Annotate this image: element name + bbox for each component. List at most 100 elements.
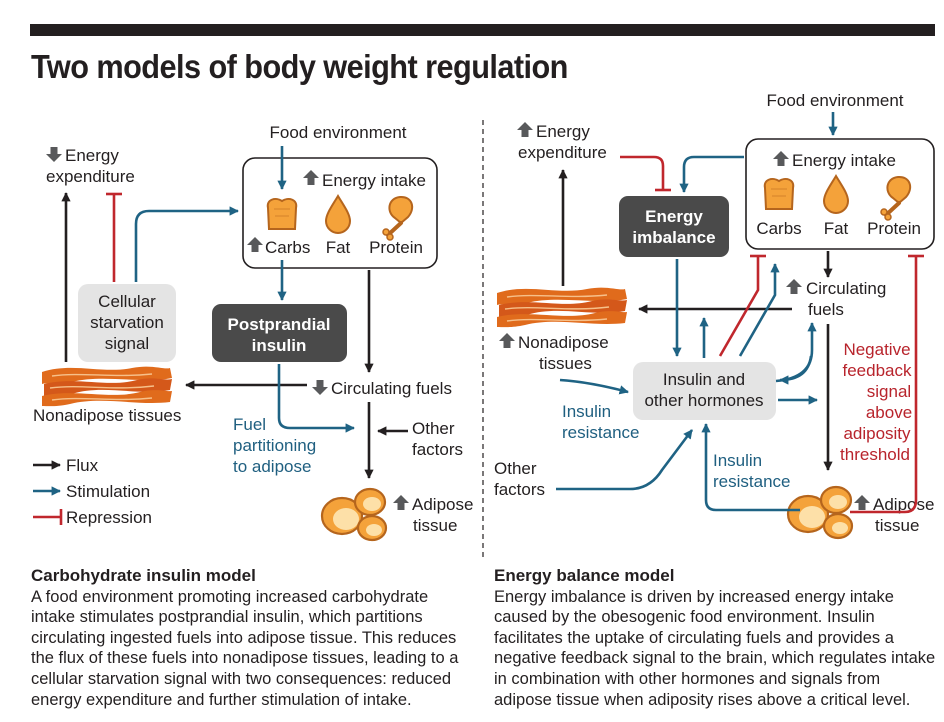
starvation-3: signal bbox=[105, 334, 149, 353]
hormones-box bbox=[633, 362, 776, 420]
left-caption-line: A food environment promoting increased c… bbox=[31, 587, 429, 606]
starvation-2: starvation bbox=[90, 313, 164, 332]
right-adipose-1: Adipose bbox=[873, 495, 934, 514]
right-other-factors-1: Other bbox=[494, 459, 537, 478]
left-caption: Carbohydrate insulin model A food enviro… bbox=[31, 566, 481, 710]
left-caption-line: intake stimulates postprandial insulin, … bbox=[31, 608, 423, 627]
left-adipose-1: Adipose bbox=[412, 495, 473, 514]
insulin-partitioning-arrow bbox=[277, 364, 355, 433]
hormones-1: Insulin and bbox=[663, 370, 745, 389]
top-rule bbox=[30, 24, 935, 36]
left-caption-heading: Carbohydrate insulin model bbox=[31, 566, 256, 585]
postprandial-1: Postprandial bbox=[228, 315, 331, 334]
left-circulating-fuels: Circulating fuels bbox=[331, 379, 452, 398]
imbalance-2: imbalance bbox=[632, 228, 715, 247]
right-energy-intake: Energy intake bbox=[792, 151, 896, 170]
hormones-repression-line bbox=[718, 256, 760, 357]
bread-icon bbox=[763, 178, 795, 210]
up-arrow-icon bbox=[499, 333, 515, 348]
left-caption-line: the flux of these fuels into nonadipose … bbox=[31, 649, 459, 668]
right-caption-line: adipose tissue when adiposity rises abov… bbox=[494, 690, 911, 709]
right-other-factors-2: factors bbox=[494, 480, 545, 499]
insulin-resistance-right-2: resistance bbox=[713, 472, 790, 491]
insulin-resistance-right-1: Insulin bbox=[713, 451, 762, 470]
negative-feedback-1: feedback bbox=[843, 361, 912, 380]
negative-feedback-2: signal bbox=[867, 382, 911, 401]
right-circulating-1: Circulating bbox=[806, 279, 886, 298]
right-fat: Fat bbox=[824, 219, 849, 238]
left-nonadipose-tissues: Nonadipose tissues bbox=[33, 406, 181, 425]
insulin-resistance-left-2: resistance bbox=[562, 423, 639, 442]
right-food-environment: Food environment bbox=[766, 91, 903, 110]
left-caption-line: cellular starvation signal with two cons… bbox=[31, 669, 452, 688]
right-adipose-2: tissue bbox=[875, 516, 919, 535]
up-arrow-icon bbox=[786, 279, 802, 294]
down-arrow-icon bbox=[312, 380, 328, 395]
nonadipose-tissue-icon bbox=[41, 365, 173, 407]
starvation-1: Cellular bbox=[98, 292, 156, 311]
right-caption-line: negative feedback signal to the brain, w… bbox=[494, 649, 936, 668]
negative-feedback-line bbox=[850, 256, 918, 514]
left-fat: Fat bbox=[326, 238, 351, 257]
nonadipose-tissue-icon bbox=[496, 286, 628, 328]
legend-stimulation: Stimulation bbox=[66, 482, 150, 501]
right-circulating-2: fuels bbox=[808, 300, 844, 319]
right-caption-line: facilitates the uptake of circulating fu… bbox=[494, 628, 894, 647]
postprandial-insulin-box bbox=[212, 304, 347, 362]
nonadipose-to-hormones-arrow bbox=[559, 378, 629, 395]
right-energy-expenditure-2: expenditure bbox=[518, 143, 607, 162]
up-arrow-icon bbox=[854, 495, 870, 510]
down-arrow-icon bbox=[46, 147, 62, 162]
energy-imbalance-box bbox=[619, 196, 729, 257]
right-carbs: Carbs bbox=[756, 219, 801, 238]
right-caption-line: Energy imbalance is driven by increased … bbox=[494, 587, 894, 606]
hormones-to-circulating-arrow bbox=[775, 322, 817, 383]
left-carbs: Carbs bbox=[265, 238, 310, 257]
left-energy-expenditure-2: expenditure bbox=[46, 167, 135, 186]
negative-feedback-0: Negative bbox=[843, 340, 910, 359]
hormones-2: other hormones bbox=[644, 391, 763, 410]
right-protein: Protein bbox=[867, 219, 921, 238]
right-panel: Food environment Energy intake Carbs Fat… bbox=[494, 91, 935, 540]
negative-feedback-3: above bbox=[866, 403, 912, 422]
left-energy-expenditure-1: Energy bbox=[65, 146, 119, 165]
up-arrow-icon bbox=[393, 495, 409, 510]
adipose-to-hormones-arrow bbox=[701, 423, 800, 512]
imbalance-1: Energy bbox=[645, 207, 703, 226]
expenditure-repression-line bbox=[620, 155, 665, 190]
right-caption-heading: Energy balance model bbox=[494, 566, 675, 585]
starvation-to-intake-arrow bbox=[134, 206, 239, 282]
bread-icon bbox=[266, 198, 298, 230]
other-factors-to-hormones-arrow bbox=[556, 429, 694, 491]
intake-to-imbalance-arrow bbox=[679, 155, 744, 193]
adipose-cells-icon bbox=[320, 487, 388, 542]
left-food-environment: Food environment bbox=[269, 123, 406, 142]
up-arrow-icon bbox=[517, 122, 533, 137]
right-nonadipose-1: Nonadipose bbox=[518, 333, 609, 352]
right-caption-line: caused by the obesogenic food environmen… bbox=[494, 608, 875, 627]
fuel-partitioning-2: partitioning bbox=[233, 436, 316, 455]
adipose-cells-icon bbox=[786, 485, 854, 540]
insulin-resistance-left-1: Insulin bbox=[562, 402, 611, 421]
legend-repression: Repression bbox=[66, 508, 152, 527]
left-other-factors-1: Other bbox=[412, 419, 455, 438]
left-caption-line: energy expenditure and further stimulati… bbox=[31, 690, 412, 709]
left-panel: Food environment Energy intake Carbs Fat… bbox=[33, 123, 473, 542]
negative-feedback-4: adiposity bbox=[843, 424, 911, 443]
negative-feedback-5: threshold bbox=[840, 445, 910, 464]
left-other-factors-2: factors bbox=[412, 440, 463, 459]
hormones-to-intake-arrow bbox=[738, 263, 780, 357]
right-caption-line: in combination with other hormones and s… bbox=[494, 669, 881, 688]
postprandial-2: insulin bbox=[252, 336, 307, 355]
left-caption-line: circulating ingested fuels into adipose … bbox=[31, 628, 457, 647]
fuel-partitioning-1: Fuel bbox=[233, 415, 266, 434]
circulating-to-hormones-arrow bbox=[779, 355, 813, 385]
left-energy-intake: Energy intake bbox=[322, 171, 426, 190]
legend-flux: Flux bbox=[66, 456, 99, 475]
right-nonadipose-2: tissues bbox=[539, 354, 592, 373]
right-energy-expenditure-1: Energy bbox=[536, 122, 590, 141]
left-protein: Protein bbox=[369, 238, 423, 257]
starvation-signal-box bbox=[78, 284, 176, 362]
fuel-partitioning-3: to adipose bbox=[233, 457, 311, 476]
